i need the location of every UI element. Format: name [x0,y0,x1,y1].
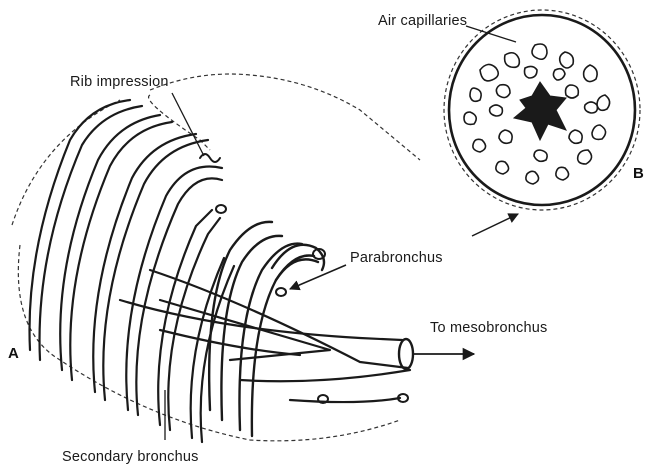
air-capillaries-label: Air capillaries [378,13,467,29]
rib-impression-label: Rib impression [70,74,169,90]
parabronchus-lumen [514,82,566,140]
parabronchus-cross-section [444,10,640,210]
secondary-bronchus-label: Secondary bronchus [62,449,199,465]
to-mesobronchus-label: To mesobronchus [430,320,547,336]
panel-label-a: A [8,345,19,362]
parabronchus-arrow-to-b [472,214,518,236]
air-capillaries-leader [466,26,516,42]
parabronchus-label: Parabronchus [350,250,443,266]
panel-label-b: B [633,165,644,182]
parabronchus-arrow-to-a [290,265,346,289]
